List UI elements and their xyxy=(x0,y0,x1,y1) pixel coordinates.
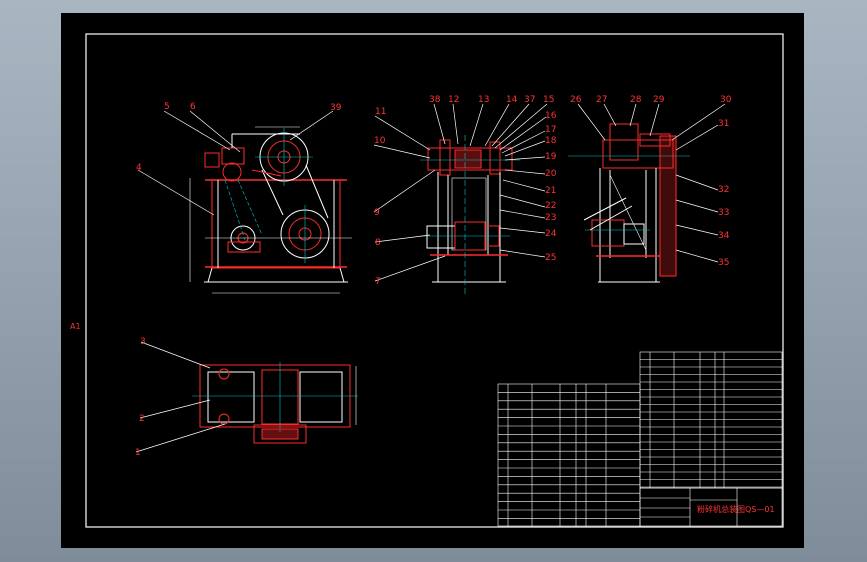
bill-of-materials xyxy=(497,351,783,527)
part-number: 26 xyxy=(570,95,582,105)
drawing-title: 粉碎机总装图 xyxy=(697,504,745,514)
part-number: 19 xyxy=(545,152,557,162)
part-number: 8 xyxy=(375,238,381,248)
part-number: 3 xyxy=(140,337,146,347)
part-number: 5 xyxy=(164,102,170,112)
leader-lines xyxy=(135,103,726,453)
part-number: 7 xyxy=(375,277,381,287)
part-number: 15 xyxy=(543,95,554,105)
part-number: 11 xyxy=(375,107,386,117)
sheet-size-label: A1 xyxy=(70,322,81,331)
part-number: 29 xyxy=(653,95,665,105)
part-number: 12 xyxy=(448,95,459,105)
part-number: 33 xyxy=(718,208,729,218)
part-number: 17 xyxy=(545,125,556,135)
part-number: 16 xyxy=(545,111,557,121)
drawing-border xyxy=(85,33,784,528)
part-number: 4 xyxy=(136,163,142,173)
part-number: 20 xyxy=(545,169,557,179)
side-view xyxy=(420,135,520,295)
part-number: 30 xyxy=(720,95,732,105)
right-view xyxy=(568,123,690,283)
part-number: 32 xyxy=(718,185,729,195)
part-number: 14 xyxy=(506,95,518,105)
part-number: 38 xyxy=(429,95,441,105)
bom-text: 粉碎机总装图 QS—01 xyxy=(697,504,775,514)
part-number: 27 xyxy=(596,95,607,105)
part-number: 24 xyxy=(545,229,557,239)
part-number: 18 xyxy=(545,136,557,146)
part-number: 10 xyxy=(374,136,386,146)
part-number: 2 xyxy=(139,414,145,424)
part-number: 1 xyxy=(135,448,141,458)
part-number: 13 xyxy=(478,95,489,105)
part-number: 28 xyxy=(630,95,642,105)
top-view xyxy=(192,362,358,444)
part-number: 9 xyxy=(374,208,380,218)
part-number: 25 xyxy=(545,253,556,263)
part-number: 35 xyxy=(718,258,729,268)
part-number: 39 xyxy=(330,103,342,113)
part-number: 37 xyxy=(524,95,535,105)
part-numbers: 5 6 4 39 11 10 9 8 7 38 12 13 14 37 15 1… xyxy=(135,95,732,458)
part-number: 34 xyxy=(718,231,730,241)
drawing-number: QS—01 xyxy=(745,505,775,514)
part-number: 23 xyxy=(545,213,556,223)
part-number: 22 xyxy=(545,201,556,211)
part-number: 6 xyxy=(190,102,196,112)
front-view xyxy=(189,126,352,294)
drawing-sheet xyxy=(61,13,804,548)
part-number: 31 xyxy=(718,119,729,129)
part-number: 21 xyxy=(545,186,556,196)
